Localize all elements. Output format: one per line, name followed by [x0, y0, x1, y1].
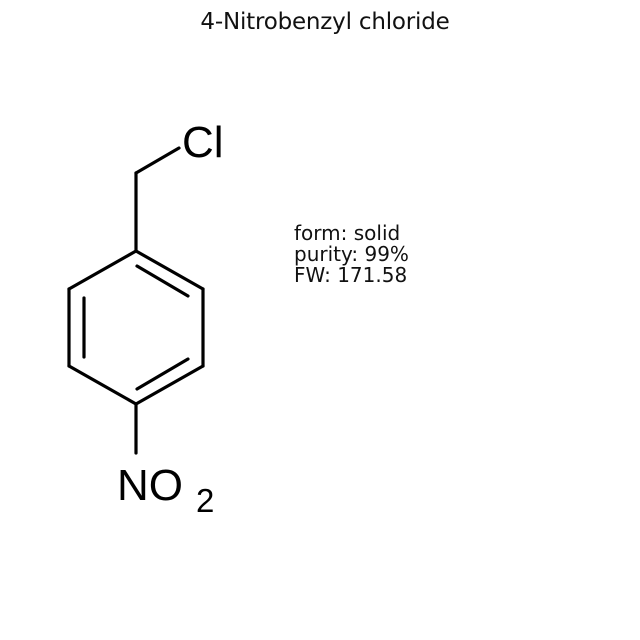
nitro-label: NO: [117, 461, 183, 510]
property-form: form: solid: [294, 221, 401, 245]
properties-block: form: solid purity: 99% FW: 171.58: [294, 223, 409, 286]
benzene-ring: [67, 249, 205, 406]
nitro-subscript: 2: [196, 482, 214, 519]
compound-title: 4-Nitrobenzyl chloride: [200, 9, 450, 35]
property-fw: FW: 171.58: [294, 263, 408, 287]
property-purity: purity: 99%: [294, 242, 409, 266]
bond-ch2-cl: [134, 146, 181, 175]
chlorine-label: Cl: [182, 118, 224, 167]
